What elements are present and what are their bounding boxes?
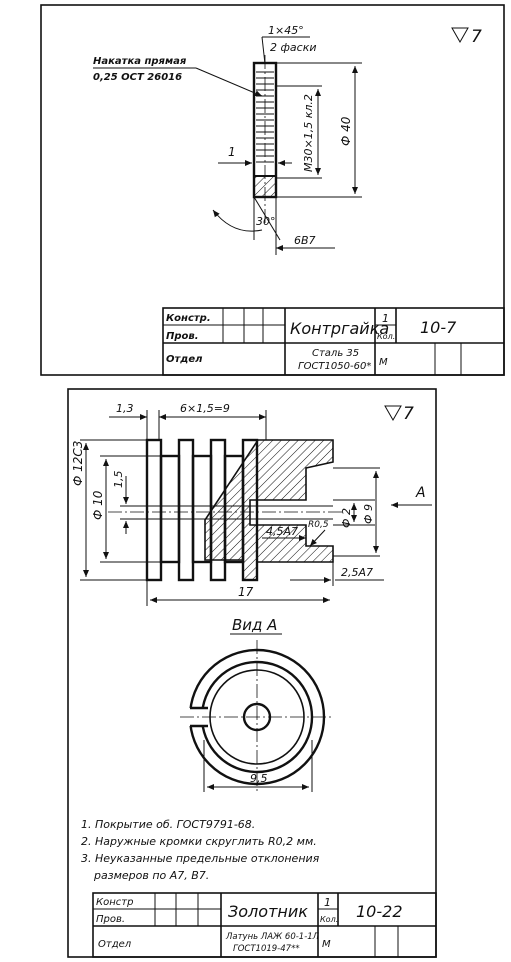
view-a-drawing xyxy=(180,640,334,794)
knurl-label-line2: 0,25 ОСТ 26016 xyxy=(93,72,182,83)
spool-body xyxy=(108,438,345,582)
tb1-konstr: Констр. xyxy=(166,313,211,324)
dim-2-5: 2,5А7 xyxy=(341,566,373,579)
roughness-symbol-icon xyxy=(384,405,402,422)
sheet2-title-block: Констр Пров. Отдел Золотник 1 Кол. 10-22… xyxy=(92,892,437,958)
dim-width-1: 1 xyxy=(228,145,236,159)
chamfer-count: 2 фаски xyxy=(270,41,316,54)
view-a-title: Вид А xyxy=(232,616,277,634)
dim-thread: М30×1,5 кл.2 xyxy=(302,94,315,172)
tb1-prov: Пров. xyxy=(166,331,199,342)
sheet1-roughness: 7 xyxy=(471,27,482,47)
dim-17: 17 xyxy=(238,585,254,599)
tb1-material-2: ГОСТ1050-60* xyxy=(298,361,371,372)
sheet1-title-block: Констр. Пров. Отдел Контргайка 1 Кол. 10… xyxy=(162,307,505,376)
dim-d2: Ф 2 xyxy=(340,508,353,528)
dim-r05: R0,5 xyxy=(308,520,329,530)
tb1-qty-label: Кол. xyxy=(377,332,395,341)
tb1-material-1: Сталь 35 xyxy=(312,348,359,359)
dim-1-5: 1,5 xyxy=(112,471,125,489)
tb2-konstr: Констр xyxy=(96,897,133,908)
technical-notes: 1. Покрытие об. ГОСТ9791-68. 2. Наружные… xyxy=(81,818,320,882)
tb2-part-name: Золотник xyxy=(228,902,308,921)
dim-9-5: 9,5 xyxy=(250,772,268,785)
note-3-cont: размеров по А7, В7. xyxy=(93,869,209,882)
tb1-part-name: Контргайка xyxy=(290,319,389,338)
tb2-otdel: Отдел xyxy=(98,939,132,950)
dim-diameter-40: Ф 40 xyxy=(339,116,353,146)
dim-tolerance: 6В7 xyxy=(294,234,316,247)
tb2-m-label: М xyxy=(322,939,331,950)
tb2-drawing-number: 10-22 xyxy=(356,902,403,921)
tb2-material-2: ГОСТ1019-47** xyxy=(233,944,300,954)
tb2-material-1: Латунь ЛАЖ 60-1-1Л xyxy=(225,932,320,942)
tb1-otdel: Отдел xyxy=(166,354,203,365)
note-1: 1. Покрытие об. ГОСТ9791-68. xyxy=(81,818,255,831)
tb1-qty: 1 xyxy=(382,312,389,325)
knurl-label-line1: Накатка прямая xyxy=(93,56,187,67)
sheet-spool: 7 1,3 6×1,5=9 Ф xyxy=(67,388,437,958)
dim-4-5: 4,5А7 xyxy=(266,525,298,538)
dim-d10: Ф 10 xyxy=(91,490,105,520)
chamfer-label: 1×45° xyxy=(268,24,304,37)
dim-angle-30: 30° xyxy=(256,215,276,228)
view-a-arrow-label: А xyxy=(415,485,426,501)
roughness-symbol-icon xyxy=(451,27,469,44)
dim-d12: Ф 12С3 xyxy=(71,441,85,486)
sheet-locknut: 7 1×45° 2 фаски Накатка прямая 0,25 ОСТ … xyxy=(40,4,505,376)
tb2-qty-label: Кол. xyxy=(320,915,338,924)
locknut-body xyxy=(252,55,278,225)
dim-1-3: 1,3 xyxy=(116,402,134,415)
tb2-prov: Пров. xyxy=(96,914,125,925)
dim-d9: Ф 9 xyxy=(362,504,375,524)
note-3: 3. Неуказанные предельные отклонения xyxy=(81,852,320,865)
tb1-drawing-number: 10-7 xyxy=(420,318,457,337)
tb2-qty: 1 xyxy=(324,896,331,909)
note-2: 2. Наружные кромки скруглить R0,2 мм. xyxy=(81,835,317,848)
sheet2-roughness: 7 xyxy=(403,404,414,424)
tb1-m-label: М xyxy=(379,357,388,368)
dim-grooves: 6×1,5=9 xyxy=(180,402,230,415)
